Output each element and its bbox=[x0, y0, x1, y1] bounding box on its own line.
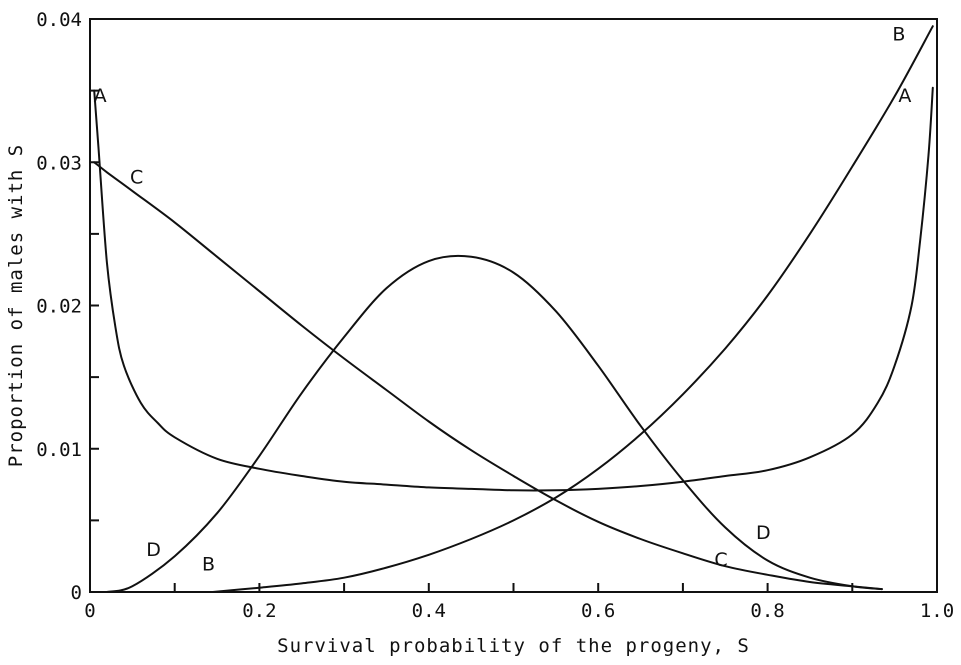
y-tick-label: 0.01 bbox=[36, 439, 82, 461]
series-label-b: B bbox=[892, 23, 905, 45]
axis-ticks: 0 0.2 0.4 0.6 0.8 1.0 0 0.01 0.02 0.03 0.04 bbox=[36, 9, 954, 622]
x-tick-label: 0.4 bbox=[412, 600, 446, 622]
x-tick-label: 0.6 bbox=[581, 600, 615, 622]
x-tick-label: 1.0 bbox=[920, 600, 954, 622]
series-label-c: C bbox=[130, 167, 143, 189]
y-tick-label: 0.04 bbox=[36, 9, 82, 31]
y-axis-title: Proportion of males with S bbox=[5, 144, 27, 467]
series-curve-d bbox=[105, 254, 883, 593]
plot-frame bbox=[89, 18, 938, 593]
x-tick-label: 0 bbox=[84, 600, 95, 622]
series-label-c: C bbox=[714, 549, 727, 571]
series-label-a: A bbox=[94, 85, 107, 107]
series-curve-a bbox=[93, 86, 934, 492]
x-tick-label: 0.2 bbox=[242, 600, 276, 622]
x-axis-title: Survival probability of the progeny, S bbox=[277, 635, 750, 657]
series-curve-b bbox=[211, 25, 934, 593]
series-label-d: D bbox=[756, 522, 771, 544]
y-tick-label: 0.03 bbox=[36, 152, 82, 174]
curve-labels: A A B B C C D D bbox=[94, 23, 912, 575]
x-tick-label: 0.8 bbox=[750, 600, 784, 622]
chart-curves bbox=[93, 25, 934, 593]
series-label-d: D bbox=[146, 539, 161, 561]
y-tick-label: 0.02 bbox=[36, 296, 82, 318]
y-tick-label: 0 bbox=[71, 582, 82, 604]
series-label-a: A bbox=[898, 85, 911, 107]
series-curve-c bbox=[93, 161, 883, 591]
series-label-b: B bbox=[202, 554, 215, 576]
